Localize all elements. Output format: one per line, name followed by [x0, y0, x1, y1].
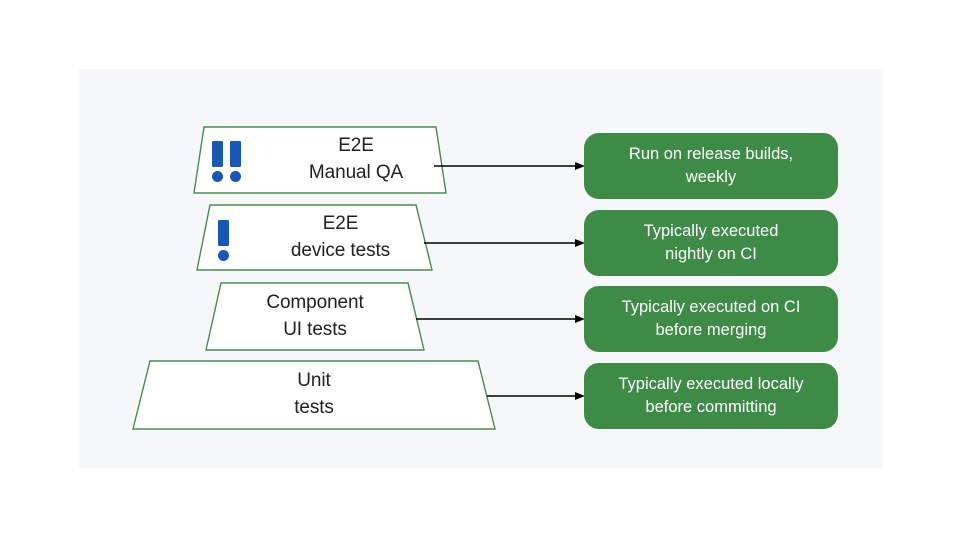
- trapezoid-shape: [205, 282, 425, 351]
- pyramid-layer-label: Component UI tests: [205, 282, 425, 351]
- note-line1: Run on release builds,: [628, 144, 794, 163]
- pyramid-layer-e2e-manual-qa[interactable]: E2E Manual QA: [193, 126, 447, 194]
- connector-arrow-e2e-manual-qa: [434, 160, 586, 172]
- exclamation-mark-icon: [218, 220, 229, 261]
- pyramid-layer-component-ui-tests[interactable]: Component UI tests: [205, 282, 425, 351]
- pyramid-layer-label: Unit tests: [132, 360, 496, 430]
- note-line1: Typically executed on CI: [621, 297, 801, 316]
- layer-label-line2: UI tests: [283, 318, 347, 340]
- note-box-unit-tests[interactable]: Typically executed locally before commit…: [584, 363, 838, 429]
- pyramid-layer-label: E2E device tests: [196, 204, 459, 271]
- pyramid-layer-e2e-device-tests[interactable]: E2E device tests: [196, 204, 433, 271]
- layer-label-line1: Component: [266, 291, 364, 313]
- pyramid-layer-label: E2E Manual QA: [193, 126, 483, 194]
- trapezoid-shape: [132, 360, 496, 430]
- note-line1: Typically executed: [643, 221, 779, 240]
- trapezoid-shape: [196, 204, 433, 271]
- layer-label-line2: Manual QA: [308, 162, 404, 183]
- connector-arrow-unit-tests: [487, 390, 586, 402]
- note-line1: Typically executed locally: [618, 374, 804, 393]
- layer-label-line2: tests: [294, 397, 334, 418]
- connector-arrow-e2e-device-tests: [424, 237, 586, 249]
- pyramid-layer-unit-tests[interactable]: Unit tests: [132, 360, 496, 430]
- note-box-e2e-manual-qa[interactable]: Run on release builds, weekly: [584, 133, 838, 199]
- layer-label-line1: Unit: [297, 370, 331, 392]
- note-box-e2e-device-tests[interactable]: Typically executed nightly on CI: [584, 210, 838, 276]
- warning-bangs-group: [212, 141, 241, 182]
- exclamation-mark-icon: [230, 141, 241, 182]
- trapezoid-shape: [193, 126, 447, 194]
- layer-label-line1: E2E: [338, 135, 374, 157]
- note-box-component-ui-tests[interactable]: Typically executed on CI before merging: [584, 286, 838, 352]
- note-line2: before merging: [655, 321, 767, 339]
- note-line2: weekly: [685, 168, 737, 186]
- exclamation-mark-icon: [212, 141, 223, 182]
- layer-label-line2: device tests: [290, 239, 391, 261]
- note-line2: nightly on CI: [665, 245, 757, 263]
- note-line2: before committing: [645, 398, 777, 416]
- connector-arrow-component-ui-tests: [416, 313, 586, 325]
- layer-label-line1: E2E: [322, 212, 359, 234]
- warning-bangs-group: [218, 220, 229, 261]
